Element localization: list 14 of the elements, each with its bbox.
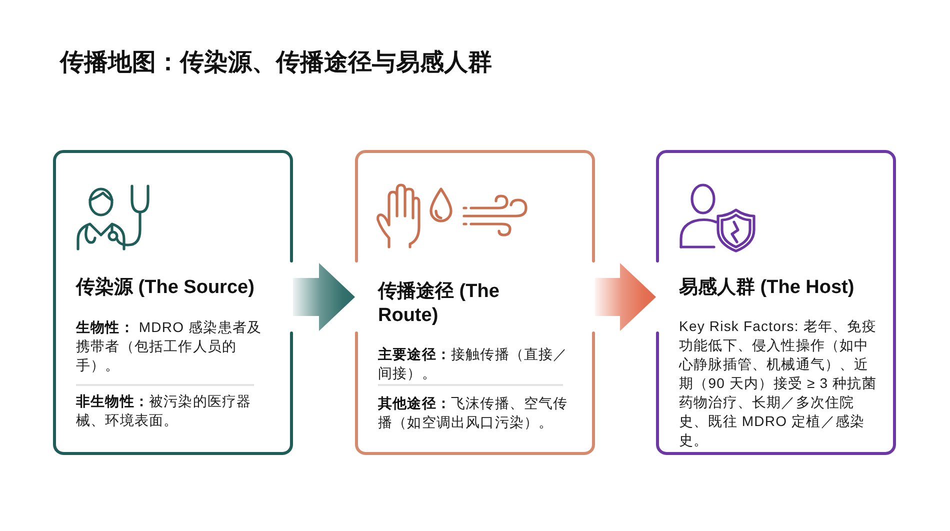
- arrow: [595, 263, 656, 331]
- card-heading: 传播途径 (The Route): [378, 280, 500, 328]
- card-text: 其他途径：飞沫传播、空气传播（如空调出风口污染）。: [378, 394, 569, 432]
- card-text: 主要途径：接触传播（直接／间接）。: [378, 345, 569, 383]
- info-card: [53, 150, 293, 455]
- arrow: [293, 263, 355, 331]
- card-text: Key Risk Factors: 老年、免疫功能低下、侵入性操作（如中心静脉插管、机械通气）、近期（90 天内）接受 ≥ 3 种抗菌药物治疗、长期／多次住院史、既往 MDRO 定植／感染史。: [679, 317, 878, 450]
- card-heading: 传染源 (The Source): [76, 276, 256, 300]
- card-text: 非生物性：被污染的医疗器械、环境表面。: [76, 392, 252, 430]
- card-text: 生物性： MDRO 感染患者及携带者（包括工作人员的手）。: [76, 318, 263, 375]
- info-card: [656, 150, 896, 455]
- info-card: [355, 150, 595, 455]
- card-heading: 易感人群 (The Host): [679, 276, 856, 300]
- page-title: 传播地图：传染源、传播途径与易感人群: [60, 48, 492, 78]
